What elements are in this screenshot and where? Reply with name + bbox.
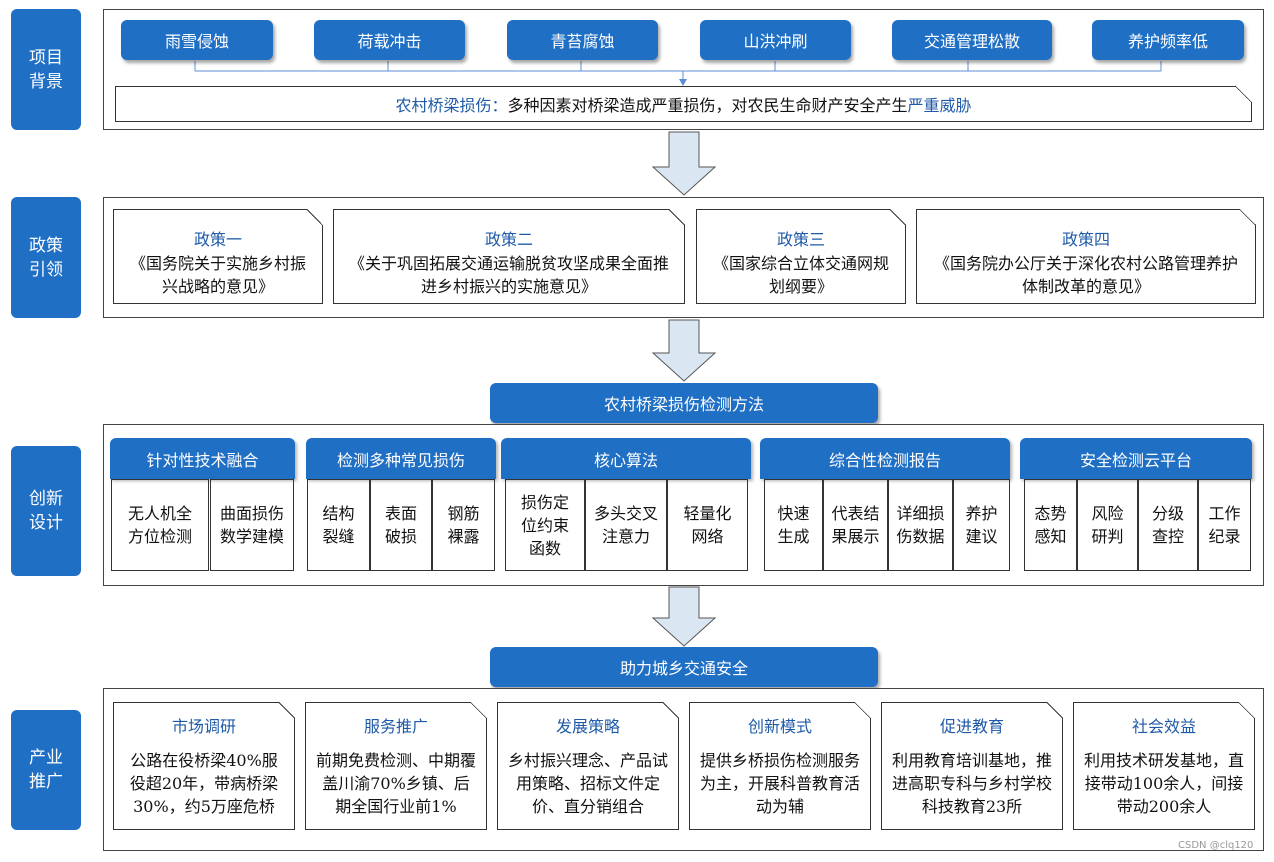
factor-box: 山洪冲刷	[700, 20, 851, 60]
industry-card: 服务推广前期免费检测、中期覆盖川渝70%乡镇、后期全国行业前1%	[305, 702, 487, 830]
industry-title: 服务推广	[363, 717, 428, 736]
factor-box: 养护频率低	[1092, 20, 1244, 60]
industry-title: 创新模式	[747, 717, 812, 736]
goal-title: 助力城乡交通安全	[490, 647, 878, 687]
factor-box: 荷载冲击	[314, 20, 465, 60]
industry-text: 乡村振兴理念、产品试用策略、招标文件定价、直分销组合	[508, 751, 669, 816]
innovation-group-header: 安全检测云平台	[1020, 438, 1252, 479]
innovation-item: 多头交叉 注意力	[585, 479, 667, 571]
policy-text: 《国务院办公厅关于深化农村公路管理养护体制改革的意见》	[933, 254, 1238, 296]
policy-card: 政策三《国家综合立体交通网规划纲要》	[696, 209, 906, 304]
innovation-item: 代表结 果展示	[823, 479, 888, 571]
factor-box: 交通管理松散	[892, 20, 1052, 60]
method-title: 农村桥梁损伤检测方法	[490, 383, 878, 423]
innovation-item: 态势 感知	[1024, 479, 1077, 571]
policy-title: 政策四	[1061, 230, 1110, 249]
industry-frame	[103, 688, 1264, 851]
section-label-background: 项目 背景	[11, 9, 81, 130]
industry-text: 利用技术研发基地，直接带动100余人，间接带动200余人	[1084, 751, 1245, 816]
innovation-group-header: 核心算法	[501, 438, 751, 479]
innovation-item: 轻量化 网络	[667, 479, 748, 571]
policy-card: 政策二《关于巩固拓展交通运输脱贫攻坚成果全面推进乡村振兴的实施意见》	[333, 209, 685, 304]
innovation-group-header: 检测多种常见损伤	[306, 438, 496, 479]
industry-card: 促进教育利用教育培训基地，推进高职专科与乡村学校科技教育23所	[881, 702, 1063, 830]
industry-card: 市场调研公路在役桥梁40%服役超20年，带病桥梁30%，约5万座危桥	[113, 702, 295, 830]
section-label-policy: 政策 引领	[11, 197, 81, 318]
innovation-item: 表面 破损	[370, 479, 432, 571]
innovation-item: 钢筋 裸露	[432, 479, 495, 571]
policy-title: 政策二	[484, 230, 533, 249]
innovation-item: 损伤定 位约束 函数	[505, 479, 585, 571]
innovation-group-header: 针对性技术融合	[110, 438, 295, 479]
industry-title: 社会效益	[1131, 717, 1196, 736]
background-connector-lines	[194, 61, 1162, 86]
down-arrow-1	[651, 131, 717, 197]
policy-text: 《国家综合立体交通网规划纲要》	[712, 254, 889, 296]
innovation-item: 工作 纪录	[1198, 479, 1251, 571]
innovation-item: 曲面损伤 数学建模	[210, 479, 294, 571]
industry-text: 前期免费检测、中期覆盖川渝70%乡镇、后期全国行业前1%	[316, 751, 477, 816]
policy-title: 政策一	[193, 230, 242, 249]
factor-box: 青苔腐蚀	[507, 20, 658, 60]
summary-middle: 多种因素对桥梁造成严重损伤，对农民生命财产安全产生	[507, 96, 908, 115]
industry-title: 促进教育	[939, 717, 1004, 736]
policy-text: 《国务院关于实施乡村振兴战略的意见》	[129, 254, 306, 296]
section-label-innovation: 创新 设计	[11, 446, 81, 576]
innovation-item: 详细损 伤数据	[888, 479, 953, 571]
innovation-item: 结构 裂缝	[307, 479, 370, 571]
innovation-group-header: 综合性检测报告	[760, 438, 1010, 479]
policy-card: 政策一《国务院关于实施乡村振兴战略的意见》	[113, 209, 323, 304]
watermark: CSDN @clq120	[1178, 840, 1254, 851]
innovation-item: 分级 查控	[1138, 479, 1198, 571]
innovation-item: 快速 生成	[764, 479, 823, 571]
policy-card: 政策四《国务院办公厅关于深化农村公路管理养护体制改革的意见》	[916, 209, 1256, 304]
policy-text: 《关于巩固拓展交通运输脱贫攻坚成果全面推进乡村振兴的实施意见》	[348, 254, 669, 296]
industry-text: 公路在役桥梁40%服役超20年，带病桥梁30%，约5万座危桥	[129, 751, 279, 816]
industry-text: 利用教育培训基地，推进高职专科与乡村学校科技教育23所	[892, 751, 1053, 816]
down-arrow-2	[651, 319, 717, 383]
industry-text: 提供乡桥损伤检测服务为主，开展科普教育活动为辅	[700, 751, 861, 816]
industry-card: 社会效益利用技术研发基地，直接带动100余人，间接带动200余人	[1073, 702, 1255, 830]
industry-title: 发展策略	[555, 717, 620, 736]
summary-lead: 农村桥梁损伤：	[395, 96, 508, 115]
industry-card: 发展策略乡村振兴理念、产品试用策略、招标文件定价、直分销组合	[497, 702, 679, 830]
innovation-item: 风险 研判	[1077, 479, 1138, 571]
summary-tail: 严重威胁	[907, 96, 972, 115]
factor-box: 雨雪侵蚀	[121, 20, 273, 60]
section-label-industry: 产业 推广	[11, 710, 81, 830]
innovation-item: 养护 建议	[953, 479, 1010, 571]
industry-card: 创新模式提供乡桥损伤检测服务为主，开展科普教育活动为辅	[689, 702, 871, 830]
industry-title: 市场调研	[171, 717, 236, 736]
background-summary-box: 农村桥梁损伤： 多种因素对桥梁造成严重损伤，对农民生命财产安全产生 严重威胁	[115, 86, 1252, 122]
innovation-item: 无人机全 方位检测	[111, 479, 209, 571]
down-arrow-3	[651, 586, 717, 648]
policy-title: 政策三	[776, 230, 825, 249]
